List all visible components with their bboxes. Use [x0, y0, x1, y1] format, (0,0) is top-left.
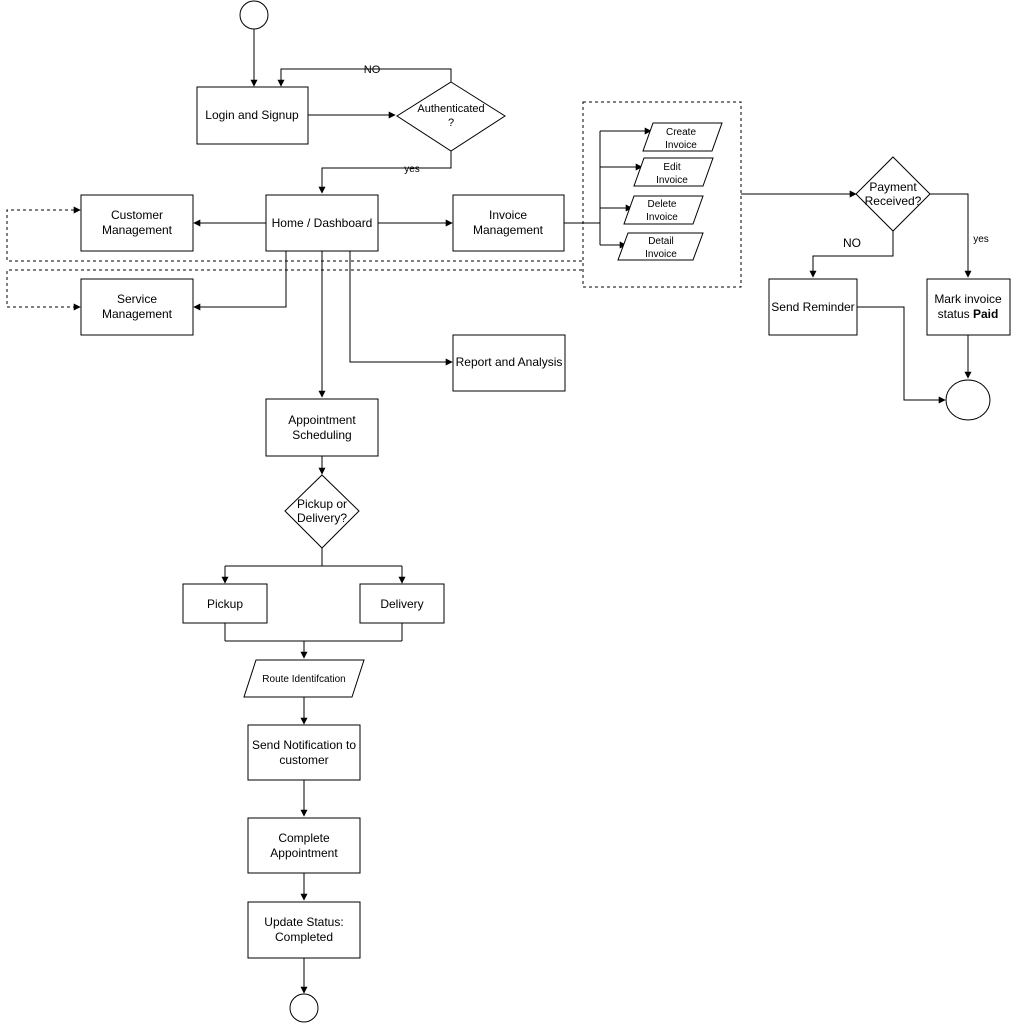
- create-invoice-label-2: Invoice: [665, 140, 697, 151]
- edit-invoice-label-1: Edit: [663, 162, 680, 173]
- mark-paid-label-2: status Paid: [938, 307, 999, 321]
- route-identification-label: Route Identifcation: [262, 674, 345, 685]
- mark-paid-label-1: Mark invoice: [934, 292, 1002, 306]
- update-status-box: [247, 901, 361, 959]
- edge-auth-no-to-login: [277, 68, 452, 87]
- send-reminder-label: Send Reminder: [771, 300, 854, 314]
- payment-received-decision: [855, 156, 931, 232]
- appointment-scheduling-label-1: Appointment: [288, 413, 356, 427]
- delete-invoice-label-2: Invoice: [646, 212, 678, 223]
- mark-paid-box: [926, 278, 1011, 336]
- invoice-management-label-2: Management: [473, 223, 544, 237]
- pickup-delivery-decision: [284, 474, 360, 549]
- edge-service-dashed-loop: [6, 269, 582, 311]
- payment-yes-label: yes: [973, 234, 989, 245]
- update-status-label-1: Update Status:: [264, 915, 343, 929]
- report-analysis-box: [452, 334, 566, 392]
- route-identification-io: [243, 659, 365, 698]
- edge-customer-dashed-loop: [6, 206, 582, 262]
- edge-payment-no-to-reminder: [809, 231, 894, 278]
- complete-appointment-label-2: Appointment: [270, 846, 338, 860]
- customer-management-label-2: Management: [102, 223, 173, 237]
- payment-received-label-1: Payment: [869, 180, 917, 194]
- complete-appointment-box: [247, 817, 361, 874]
- send-notification-box: [247, 724, 361, 781]
- delivery-box: [359, 583, 445, 624]
- detail-invoice-io: [617, 232, 704, 261]
- pickup-box: [182, 583, 268, 624]
- pickup-label: Pickup: [207, 597, 243, 611]
- edge-reminder-to-end: [857, 306, 946, 404]
- report-analysis-label: Report and Analysis: [456, 355, 563, 369]
- complete-appointment-label-1: Complete: [278, 831, 330, 845]
- appointment-scheduling-label-2: Scheduling: [292, 428, 351, 442]
- service-management-box: [80, 278, 194, 336]
- login-label: Login and Signup: [205, 108, 299, 122]
- service-management-label-1: Service: [117, 292, 157, 306]
- home-dashboard-label: Home / Dashboard: [272, 216, 373, 230]
- invoice-management-box: [452, 194, 565, 252]
- delete-invoice-io: [623, 195, 704, 225]
- pickup-delivery-label-2: Delivery?: [297, 511, 347, 525]
- pickup-delivery-label-1: Pickup or: [297, 497, 347, 511]
- send-notification-label-1: Send Notification to: [252, 738, 356, 752]
- edge-payment-yes-to-paid: [930, 193, 972, 278]
- home-dashboard-box: [265, 194, 379, 252]
- create-invoice-label-1: Create: [666, 127, 696, 138]
- delete-invoice-label-1: Delete: [648, 199, 677, 210]
- login-box: [196, 86, 309, 145]
- invoice-management-label-1: Invoice: [489, 208, 527, 222]
- send-notification-label-2: customer: [279, 753, 328, 767]
- customer-management-box: [80, 194, 194, 252]
- edge-auth-yes-to-home: [318, 151, 452, 194]
- auth-no-label: NO: [364, 64, 381, 76]
- authenticated-label-1: Authenticated: [417, 103, 484, 115]
- detail-invoice-label-2: Invoice: [645, 249, 677, 260]
- edit-invoice-io: [633, 157, 714, 187]
- edit-invoice-label-2: Invoice: [656, 175, 688, 186]
- update-status-label-2: Completed: [275, 930, 333, 944]
- auth-yes-label: yes: [404, 164, 420, 175]
- customer-management-label-1: Customer: [111, 208, 163, 222]
- send-reminder-box: [768, 278, 858, 336]
- end-node-right: [945, 379, 991, 421]
- appointment-scheduling-box: [265, 398, 379, 457]
- mark-paid-label-2-bold: Paid: [973, 307, 998, 321]
- start-node: [239, 0, 269, 30]
- invoice-actions-group: [582, 101, 742, 288]
- delivery-label: Delivery: [380, 597, 423, 611]
- service-management-label-2: Management: [102, 307, 173, 321]
- create-invoice-io: [642, 122, 723, 152]
- payment-no-label: NO: [843, 236, 861, 250]
- payment-received-label-2: Received?: [865, 194, 922, 208]
- authenticated-decision: [396, 81, 506, 152]
- edge-home-to-service: [193, 251, 287, 311]
- end-node-bottom: [289, 993, 319, 1023]
- mark-paid-label-2-prefix: status: [938, 307, 973, 321]
- edge-home-to-report: [349, 251, 453, 366]
- authenticated-label-2: ?: [448, 117, 454, 129]
- detail-invoice-label-1: Detail: [648, 236, 674, 247]
